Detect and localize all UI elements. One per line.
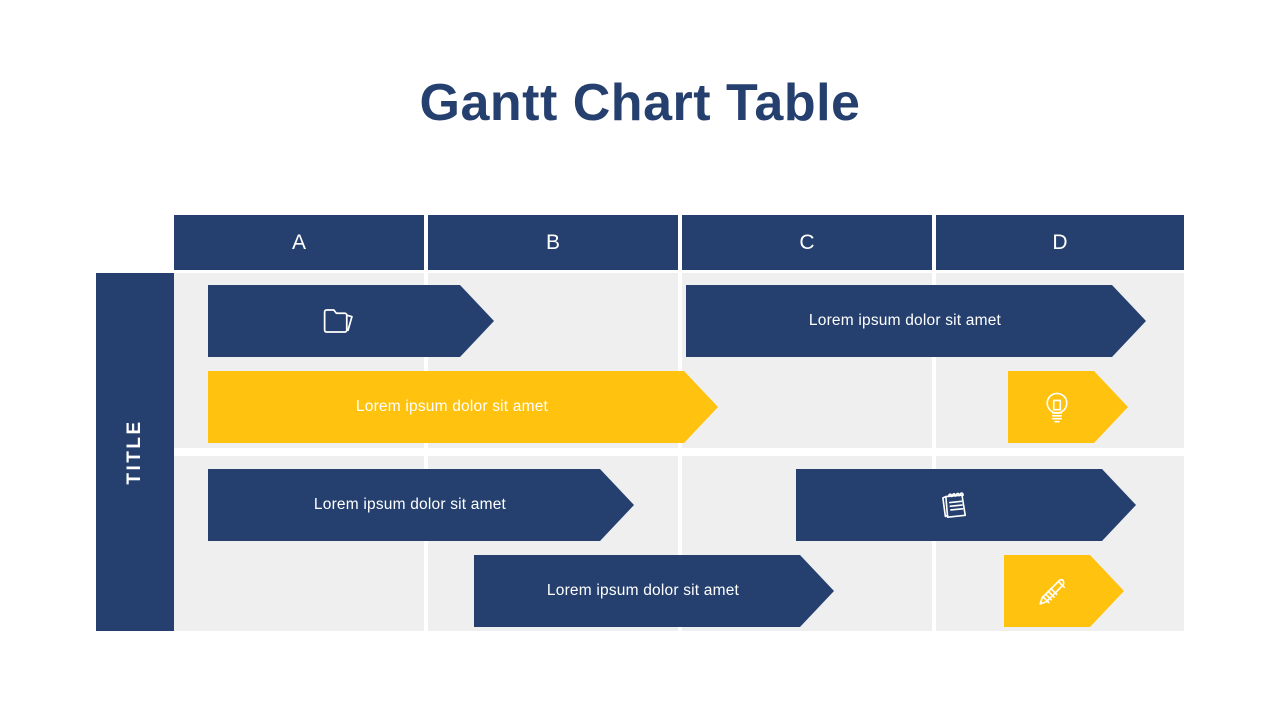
column-header-d[interactable]: D	[936, 215, 1184, 270]
gantt-bar-label: Lorem ipsum dolor sit amet	[355, 398, 549, 415]
gantt-bar-row1-a[interactable]	[208, 285, 494, 357]
folder-icon	[316, 298, 362, 344]
column-divider-cd	[932, 273, 936, 631]
column-header-a-label: A	[291, 230, 306, 254]
gantt-grid-body: Lorem ipsum dolor sit amet Lorem ipsum d…	[174, 273, 1184, 631]
column-header-row: A B C D	[174, 215, 1184, 270]
gantt-bar-row1-cd[interactable]: Lorem ipsum dolor sit amet	[686, 285, 1146, 357]
gantt-bar-row4-bc[interactable]: Lorem ipsum dolor sit amet	[474, 555, 834, 627]
column-header-d-label: D	[1052, 230, 1068, 254]
row-axis-title-label: TITLE	[124, 419, 145, 485]
column-header-b-label: B	[545, 230, 560, 254]
column-divider-ab	[424, 273, 428, 631]
gantt-bar-label: Lorem ipsum dolor sit amet	[808, 312, 1002, 329]
gantt-bar-row3-ab[interactable]: Lorem ipsum dolor sit amet	[208, 469, 634, 541]
gantt-chart-table: TITLE A B C D	[96, 215, 1184, 631]
row-axis-title-block: TITLE	[96, 273, 174, 631]
column-header-a[interactable]: A	[174, 215, 424, 270]
notepad-icon	[931, 482, 977, 528]
column-header-b[interactable]: B	[428, 215, 678, 270]
column-header-c-label: C	[799, 230, 815, 254]
lightbulb-icon	[1034, 384, 1080, 430]
gantt-bar-row2-ab[interactable]: Lorem ipsum dolor sit amet	[208, 371, 718, 443]
gantt-bar-row3-cd[interactable]	[796, 469, 1136, 541]
column-divider-bc	[678, 273, 682, 631]
pencil-icon	[1030, 568, 1076, 614]
column-header-c[interactable]: C	[682, 215, 932, 270]
gantt-bar-label: Lorem ipsum dolor sit amet	[313, 496, 507, 513]
page-title: Gantt Chart Table	[419, 74, 861, 132]
gantt-bar-label: Lorem ipsum dolor sit amet	[546, 582, 740, 599]
